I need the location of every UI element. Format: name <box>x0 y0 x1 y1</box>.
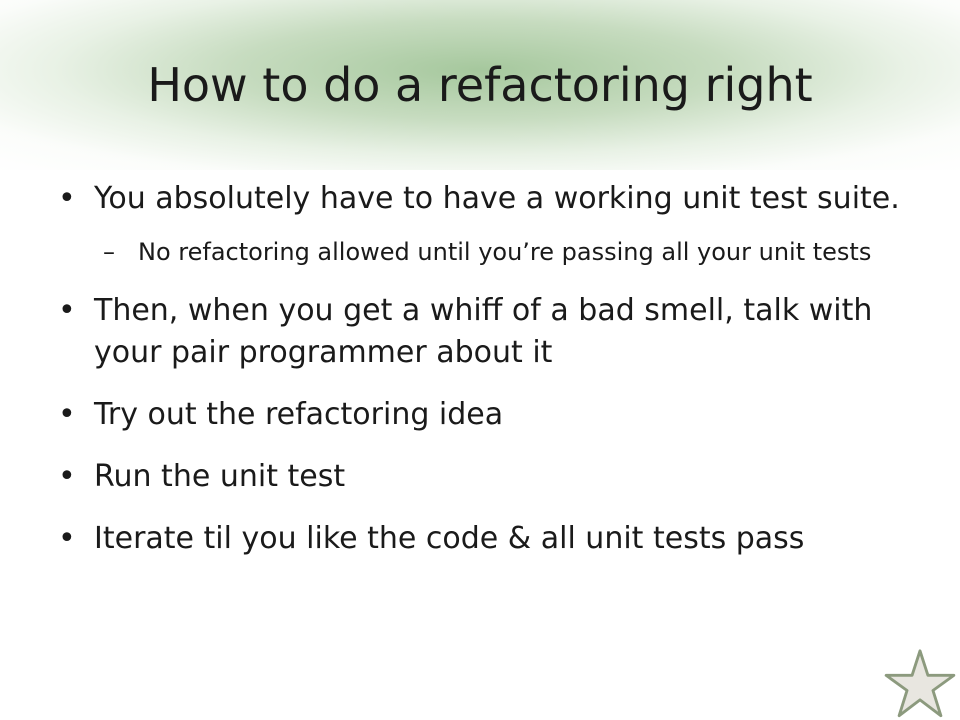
bullet-text: You absolutely have to have a working un… <box>94 181 900 216</box>
bullet-item: • Then, when you get a whiff of a bad sm… <box>58 290 918 374</box>
bullet-marker: • <box>58 521 76 556</box>
sub-bullet-text: No refactoring allowed until you’re pass… <box>138 238 872 266</box>
bullet-text: Try out the refactoring idea <box>94 397 504 432</box>
bullet-item: • You absolutely have to have a working … <box>58 178 918 220</box>
sub-bullet-marker: – <box>103 238 115 266</box>
bullet-text: Run the unit test <box>94 459 346 494</box>
bullet-marker: • <box>58 181 76 216</box>
bullet-text: Iterate til you like the code & all unit… <box>94 521 805 556</box>
bullet-list: • You absolutely have to have a working … <box>58 178 918 580</box>
bullet-marker: • <box>58 293 76 328</box>
bullet-marker: • <box>58 397 76 432</box>
star-icon <box>884 649 956 718</box>
slide-title: How to do a refactoring right <box>147 58 813 112</box>
title-glow <box>0 0 960 170</box>
bullet-item: • Run the unit test <box>58 456 918 498</box>
bullet-text: Then, when you get a whiff of a bad smel… <box>94 293 873 370</box>
bullet-marker: • <box>58 459 76 494</box>
bullet-item: • Iterate til you like the code & all un… <box>58 518 918 560</box>
bullet-item: • Try out the refactoring idea <box>58 394 918 436</box>
sub-bullet-item: – No refactoring allowed until you’re pa… <box>58 234 918 270</box>
